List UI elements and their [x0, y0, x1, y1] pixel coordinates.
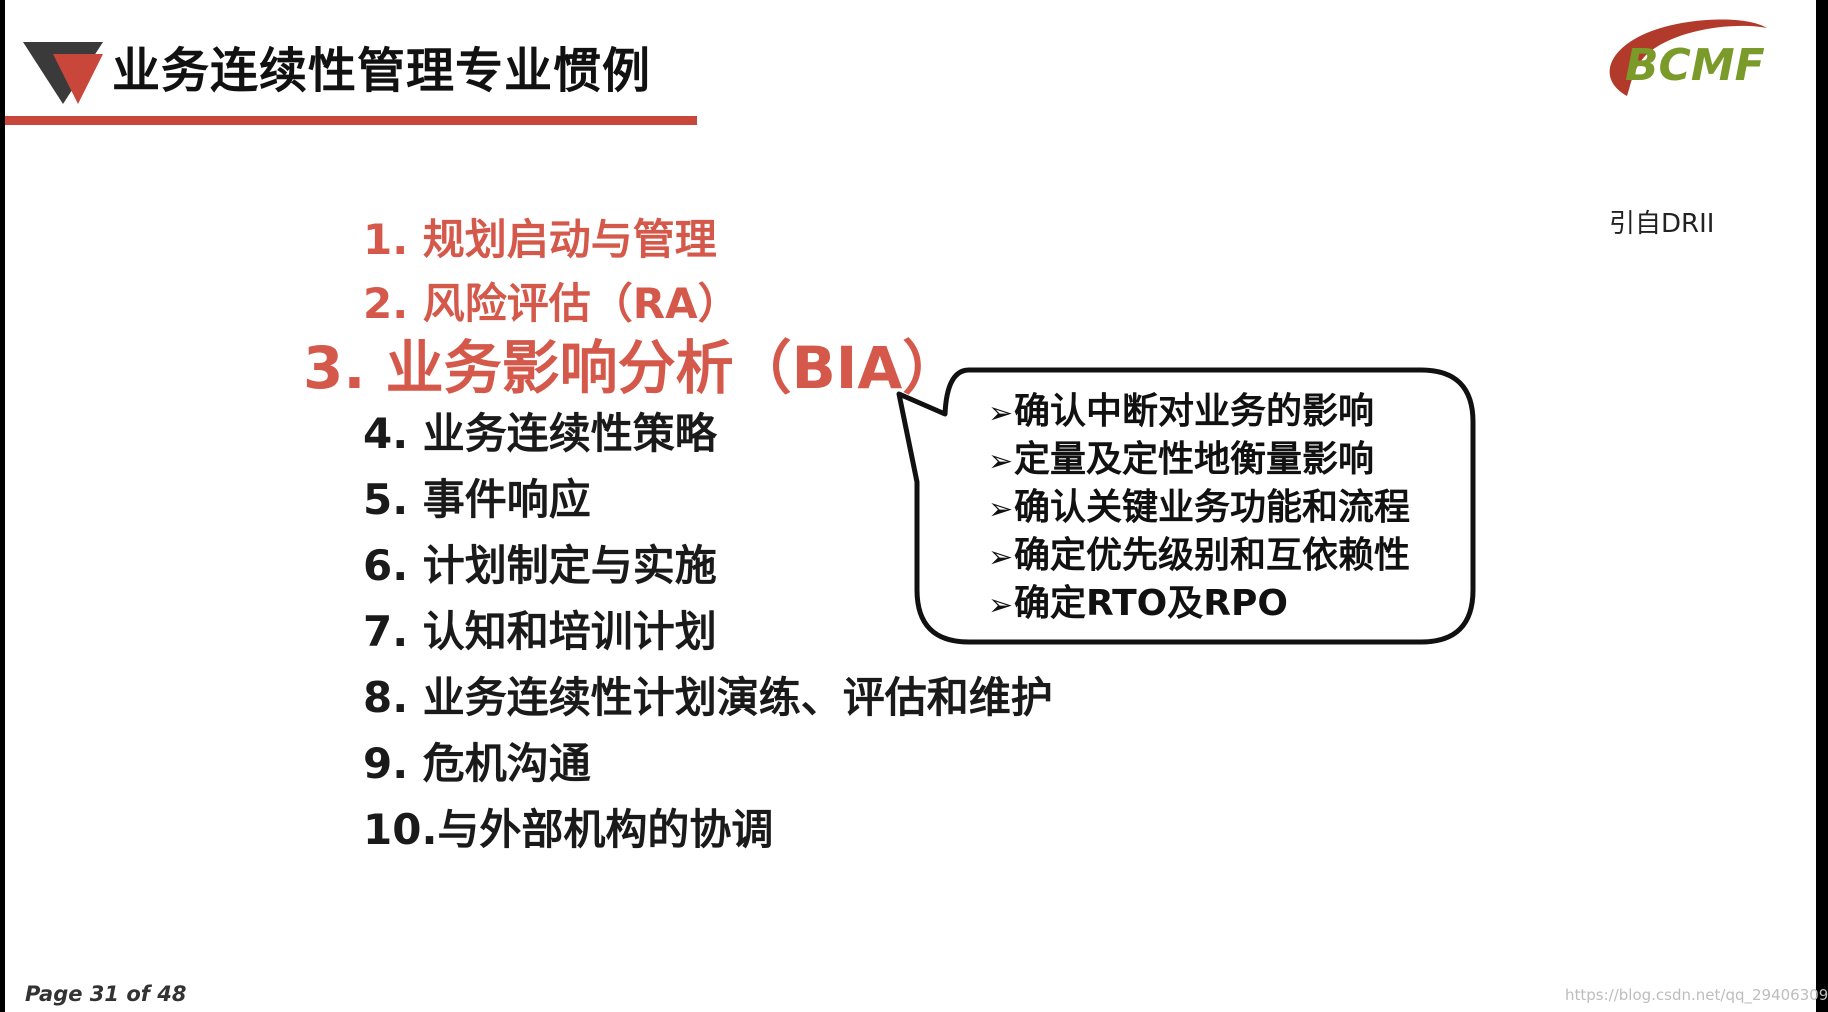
arrow-bullet-icon: ➢ [988, 444, 1014, 479]
list-item-9: 9. 危机沟通 [363, 739, 591, 788]
callout-point: ➢确认中断对业务的影响 [988, 389, 1410, 437]
arrow-bullet-icon: ➢ [988, 540, 1014, 575]
watermark: https://blog.csdn.net/qq_29406309 [1565, 986, 1828, 1004]
page-number: Page 31 of 48 [25, 982, 187, 1006]
callout-bubble [896, 367, 1476, 645]
page-title: 业务连续性管理专业惯例 [112, 43, 652, 99]
slide: 业务连续性管理专业惯例 BCMF 引自DRII 1. 规划启动与管理 2. 风险… [5, 0, 1828, 1012]
callout-point: ➢定量及定性地衡量影响 [988, 437, 1410, 485]
list-item-7: 7. 认知和培训计划 [363, 607, 717, 656]
list-item-2: 2. 风险评估（RA） [363, 279, 740, 328]
list-item-4: 4. 业务连续性策略 [363, 409, 717, 458]
source-note: 引自DRII [1609, 209, 1715, 239]
callout-point: ➢确定优先级别和互依赖性 [988, 533, 1410, 581]
callout-point: ➢确认关键业务功能和流程 [988, 485, 1410, 533]
list-item-10: 10.与外部机构的协调 [363, 805, 774, 854]
callout-point: ➢确定RTO及RPO [988, 581, 1410, 629]
bcmf-logo: BCMF [1609, 19, 1767, 97]
list-item-6: 6. 计划制定与实施 [363, 541, 717, 590]
list-item-1: 1. 规划启动与管理 [363, 215, 717, 264]
arrow-bullet-icon: ➢ [988, 396, 1014, 431]
list-item-5: 5. 事件响应 [363, 475, 591, 524]
arrow-bullet-icon: ➢ [988, 588, 1014, 623]
title-underline [5, 116, 697, 125]
callout-list: ➢确认中断对业务的影响 ➢定量及定性地衡量影响 ➢确认关键业务功能和流程 ➢确定… [988, 389, 1410, 629]
triangle-icon [23, 42, 103, 104]
arrow-bullet-icon: ➢ [988, 492, 1014, 527]
list-item-8: 8. 业务连续性计划演练、评估和维护 [363, 673, 1053, 722]
svg-text:BCMF: BCMF [1625, 40, 1765, 91]
list-item-3-highlighted: 3. 业务影响分析（BIA） [303, 334, 961, 402]
